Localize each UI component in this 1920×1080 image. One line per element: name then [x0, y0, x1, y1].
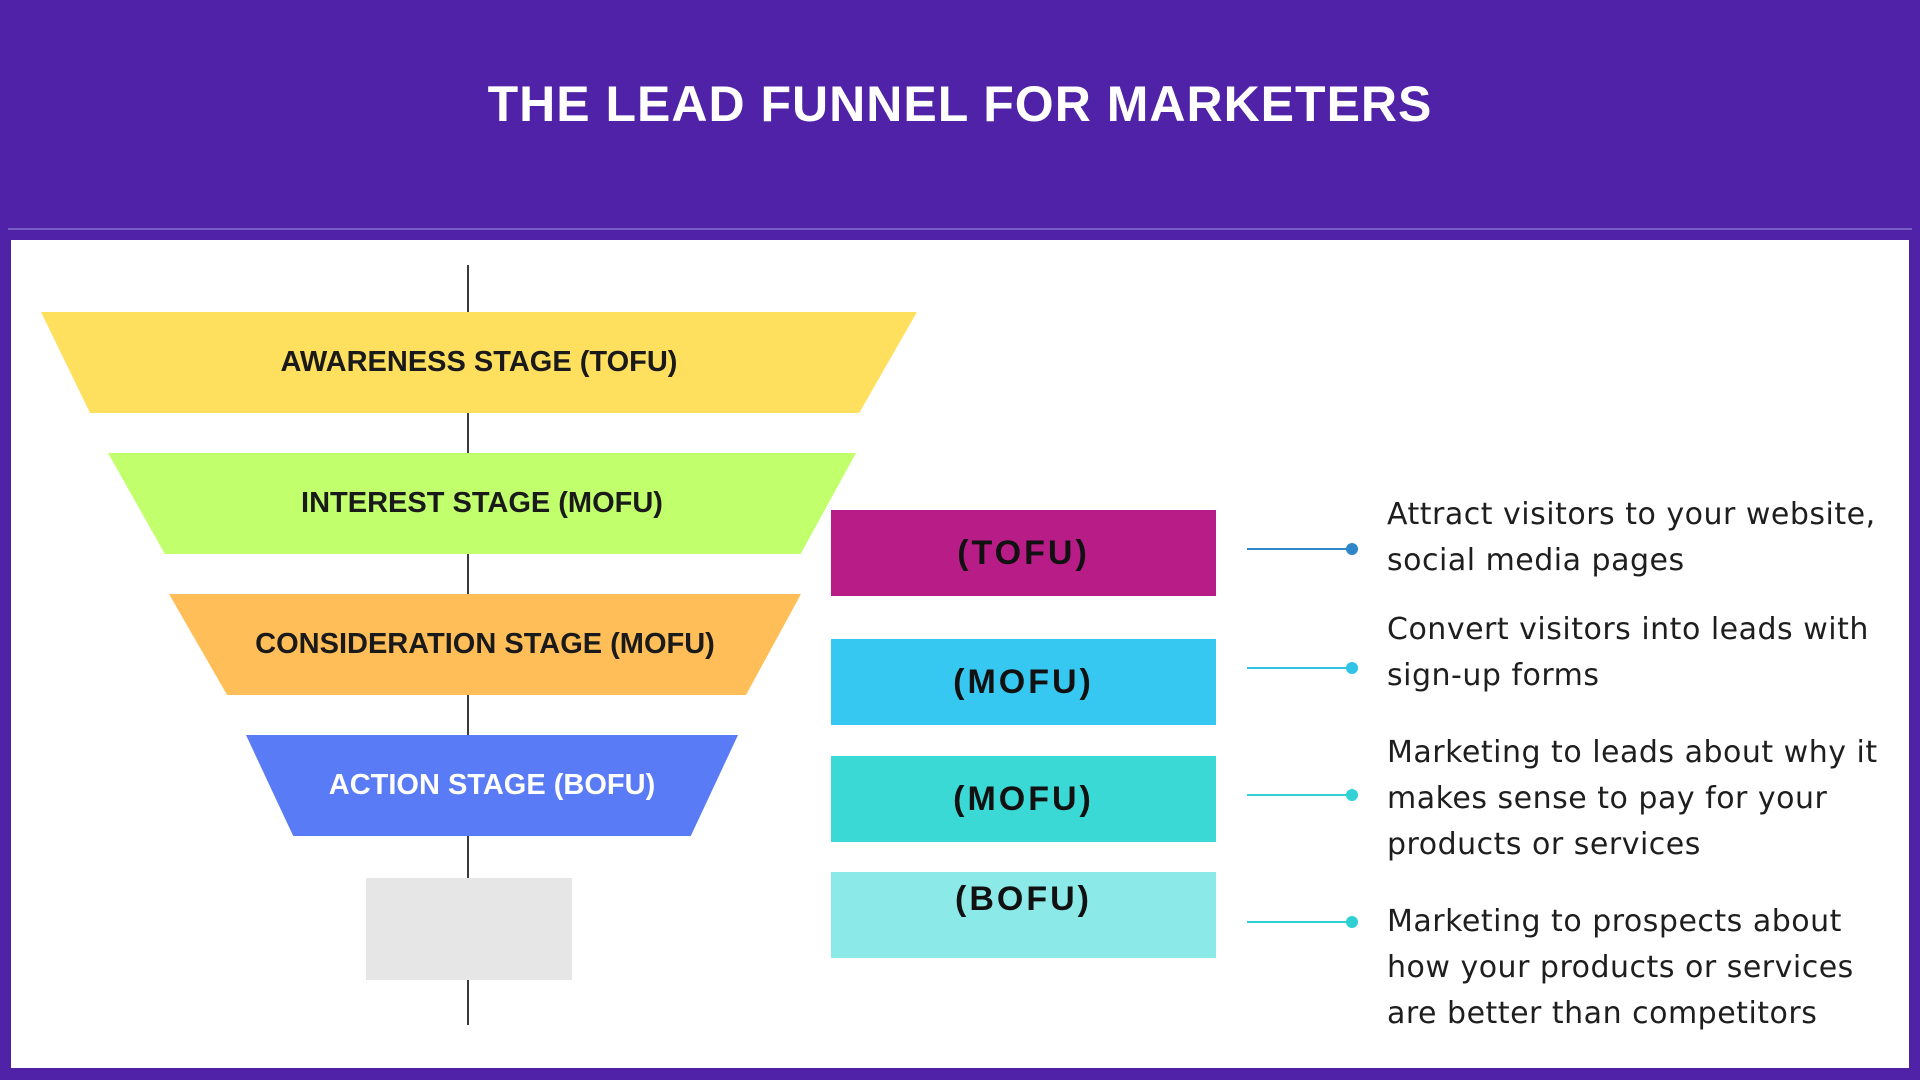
funnel-stage-label: CONSIDERATION STAGE (MOFU)	[255, 628, 715, 660]
stage-tag-mofu: (MOFU)	[831, 756, 1216, 842]
stage-tag-label: (BOFU)	[955, 879, 1092, 918]
connector-dot	[1346, 662, 1358, 674]
stage-tag-label: (TOFU)	[957, 533, 1090, 572]
description-bofu: Marketing to prospects about how your pr…	[1387, 904, 1854, 1031]
stage-tag-bofu: (BOFU)	[831, 872, 1216, 958]
funnel-stage-consideration: CONSIDERATION STAGE (MOFU)	[169, 594, 801, 695]
funnel-stage-interest: INTEREST STAGE (MOFU)	[108, 453, 856, 554]
description-tofu: Attract visitors to your website, social…	[1387, 497, 1876, 578]
connector-line	[1247, 543, 1358, 555]
header-banner: THE LEAD FUNNEL FOR MARKETERS	[0, 0, 1920, 228]
connector-dot	[1346, 916, 1358, 928]
funnel-stage-label: AWARENESS STAGE (TOFU)	[280, 346, 678, 378]
connector-dot	[1346, 789, 1358, 801]
stage-tag-label: (MOFU)	[953, 779, 1094, 818]
stage-tag-label: (MOFU)	[953, 662, 1094, 701]
funnel-stage-action: ACTION STAGE (BOFU)	[246, 735, 738, 836]
description-mofu-convert: Convert visitors into leads with sign-up…	[1387, 612, 1869, 693]
stage-tag-tofu: (TOFU)	[831, 510, 1216, 596]
connector-line	[1247, 662, 1358, 674]
description-mofu-marketing: Marketing to leads about why it makes se…	[1387, 735, 1878, 862]
header-divider	[8, 228, 1912, 230]
funnel-stage-label: ACTION STAGE (BOFU)	[328, 769, 656, 801]
funnel-base-block	[366, 878, 572, 980]
funnel-stage-label: INTEREST STAGE (MOFU)	[301, 487, 663, 519]
connector-line	[1247, 789, 1358, 801]
page-title: THE LEAD FUNNEL FOR MARKETERS	[487, 76, 1433, 132]
funnel-stage-awareness: AWARENESS STAGE (TOFU)	[41, 312, 917, 413]
connector-dot	[1346, 543, 1358, 555]
stage-tag-mofu: (MOFU)	[831, 639, 1216, 725]
connector-line	[1247, 916, 1358, 928]
